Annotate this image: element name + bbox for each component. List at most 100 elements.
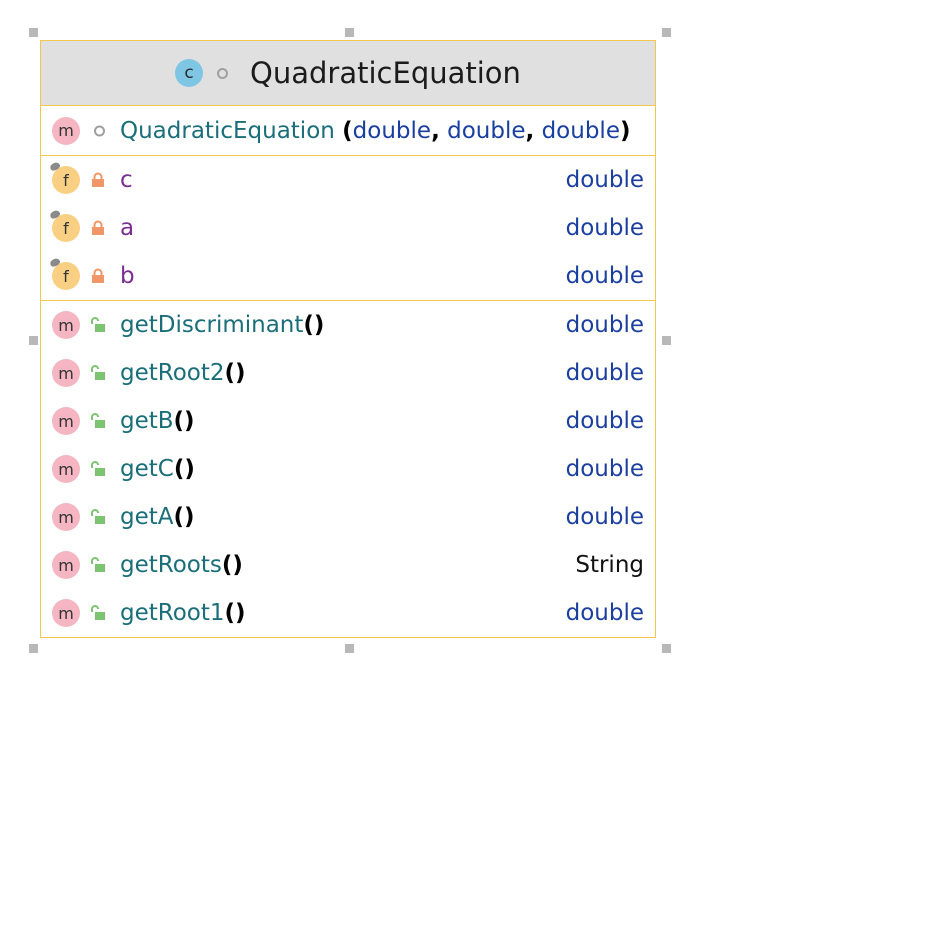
method-row[interactable]: m getRoot1() double [41, 589, 655, 637]
field-row[interactable]: f c double [41, 156, 655, 204]
resize-handle-top-left[interactable] [29, 28, 38, 37]
method-row[interactable]: m getB() double [41, 397, 655, 445]
package-visibility-icon [94, 125, 105, 136]
open-paren: ( [342, 117, 353, 144]
param-separator: , [525, 117, 535, 144]
method-name-group: getB() [120, 408, 195, 434]
class-name: QuadraticEquation [250, 56, 521, 90]
method-name: getC [120, 456, 174, 482]
public-unlock-icon [91, 557, 105, 572]
field-row[interactable]: f a double [41, 204, 655, 252]
field-type: double [565, 263, 644, 289]
public-unlock-icon [91, 461, 105, 476]
method-parens: () [303, 312, 325, 338]
field-type: double [565, 215, 644, 241]
method-name: getA [120, 504, 174, 530]
field-icon: f [48, 257, 80, 290]
method-row[interactable]: m getRoots() String [41, 541, 655, 589]
final-marker-icon [48, 209, 62, 220]
return-type: double [565, 360, 644, 386]
field-row[interactable]: f b double [41, 252, 655, 300]
method-name-group: getRoots() [120, 552, 243, 578]
resize-handle-bottom-left[interactable] [29, 644, 38, 653]
param-type: double [541, 117, 620, 144]
public-unlock-icon [91, 509, 105, 524]
return-type: double [565, 408, 644, 434]
method-icon: m [52, 503, 80, 531]
method-row[interactable]: m getRoot2() double [41, 349, 655, 397]
method-name-group: getRoot1() [120, 600, 246, 626]
method-icon-letter: m [58, 363, 74, 383]
method-parens: () [173, 504, 195, 530]
method-parens: () [224, 600, 246, 626]
method-icon: m [52, 407, 80, 435]
field-name: a [120, 215, 135, 241]
field-icon-letter: f [63, 218, 69, 238]
resize-handle-top-center[interactable] [345, 28, 354, 37]
public-unlock-icon [91, 317, 105, 332]
constructor-row[interactable]: m QuadraticEquation (double, double, dou… [41, 106, 655, 155]
resize-handle-middle-right[interactable] [662, 336, 671, 345]
private-lock-icon [92, 172, 104, 187]
param-separator: , [431, 117, 440, 144]
uml-class-node[interactable]: c QuadraticEquation m QuadraticEquation … [40, 40, 656, 638]
package-visibility-icon [217, 67, 229, 79]
method-name: getRoot1 [120, 600, 225, 626]
resize-handle-bottom-right[interactable] [662, 644, 671, 653]
class-icon-letter: c [184, 63, 194, 83]
final-marker-icon [48, 161, 62, 172]
method-icon: m [52, 599, 80, 627]
method-icon: m [52, 311, 80, 339]
class-header: c QuadraticEquation [41, 41, 655, 106]
field-name: c [120, 167, 133, 193]
method-name: getRoots [120, 552, 222, 578]
fields-section: f c double f a double f [41, 156, 655, 301]
method-icon: m [52, 116, 80, 145]
method-row[interactable]: m getC() double [41, 445, 655, 493]
return-type: double [565, 600, 644, 626]
method-parens: () [224, 360, 246, 386]
method-name: getRoot2 [120, 360, 225, 386]
return-type: double [565, 504, 644, 530]
method-name: getDiscriminant [120, 312, 304, 338]
constructor-name: QuadraticEquation [120, 117, 335, 144]
method-icon: m [52, 359, 80, 387]
public-unlock-icon [91, 413, 105, 428]
field-name: b [120, 263, 135, 289]
method-parens: () [173, 408, 195, 434]
method-parens: () [221, 552, 243, 578]
class-icon: c [175, 59, 204, 87]
close-paren: ) [619, 117, 631, 144]
methods-section: m getDiscriminant() double m getRoot2() … [41, 301, 655, 637]
method-row[interactable]: m getDiscriminant() double [41, 301, 655, 349]
param-type: double [447, 117, 526, 144]
resize-handle-middle-left[interactable] [29, 336, 38, 345]
constructor-signature: QuadraticEquation (double, double, doubl… [120, 118, 630, 144]
param-type: double [352, 117, 432, 144]
private-lock-icon [92, 268, 104, 283]
private-lock-icon [92, 220, 104, 235]
method-icon-letter: m [58, 315, 74, 335]
resize-handle-top-right[interactable] [662, 28, 671, 37]
field-type: double [565, 167, 644, 193]
method-icon-letter: m [58, 459, 74, 479]
method-row[interactable]: m getA() double [41, 493, 655, 541]
return-type: double [565, 312, 644, 338]
method-name-group: getA() [120, 504, 195, 530]
resize-handle-bottom-center[interactable] [345, 644, 354, 653]
method-name-group: getDiscriminant() [120, 312, 324, 338]
constructors-section: m QuadraticEquation (double, double, dou… [41, 106, 655, 156]
method-icon-letter: m [58, 603, 74, 623]
field-icon: f [48, 161, 80, 194]
method-icon-letter: m [58, 507, 74, 527]
method-icon-letter: m [58, 411, 74, 431]
field-icon-letter: f [63, 266, 69, 286]
final-marker-icon [48, 257, 62, 268]
public-unlock-icon [91, 365, 105, 380]
method-icon: m [52, 551, 80, 579]
field-icon-letter: f [63, 170, 69, 190]
method-name-group: getC() [120, 456, 195, 482]
return-type: String [575, 552, 644, 578]
method-icon-letter: m [58, 121, 74, 140]
method-icon-letter: m [58, 555, 74, 575]
